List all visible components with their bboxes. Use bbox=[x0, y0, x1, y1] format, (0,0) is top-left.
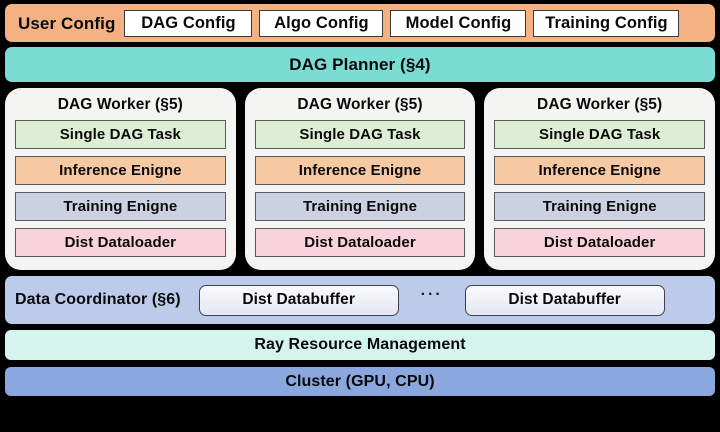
block-single-dag-task[interactable]: Single DAG Task bbox=[15, 119, 226, 149]
block-label: Single DAG Task bbox=[539, 125, 661, 143]
user-config-label: User Config bbox=[18, 13, 116, 33]
dag-planner-bar[interactable]: DAG Planner (§4) bbox=[5, 47, 715, 82]
dag-worker-card-3[interactable]: DAG Worker (§5) Single DAG Task Inferenc… bbox=[484, 88, 716, 270]
config-chip-algo-config[interactable]: Algo Config bbox=[259, 9, 384, 37]
dag-worker-title: DAG Worker (§5) bbox=[57, 96, 183, 113]
config-chip-dag-config[interactable]: DAG Config bbox=[124, 9, 253, 37]
block-dist-dataloader[interactable]: Dist Dataloader bbox=[15, 227, 226, 257]
dist-databuffer-right[interactable]: Dist Databuffer bbox=[464, 284, 665, 316]
dist-databuffer-label: Dist Databuffer bbox=[242, 291, 355, 309]
block-label: Inference Enigne bbox=[298, 161, 422, 179]
block-label: Training Enigne bbox=[63, 197, 178, 215]
dag-worker-card-1[interactable]: DAG Worker (§5) Single DAG Task Inferenc… bbox=[5, 88, 236, 270]
dist-databuffer-label: Dist Databuffer bbox=[508, 291, 621, 309]
block-single-dag-task[interactable]: Single DAG Task bbox=[494, 119, 706, 149]
dag-workers-row: DAG Worker (§5) Single DAG Task Inferenc… bbox=[5, 88, 716, 270]
block-label: Training Enigne bbox=[303, 197, 418, 215]
block-training-engine[interactable]: Training Enigne bbox=[254, 191, 466, 221]
data-coordinator-band: Data Coordinator (§6) Dist Databuffer ··… bbox=[5, 276, 715, 324]
block-label: Dist Dataloader bbox=[64, 233, 177, 251]
cluster-bar[interactable]: Cluster (GPU, CPU) bbox=[5, 367, 715, 396]
block-inference-engine[interactable]: Inference Enigne bbox=[15, 155, 226, 185]
config-chip-label: Algo Config bbox=[274, 13, 369, 32]
block-single-dag-task[interactable]: Single DAG Task bbox=[254, 119, 466, 149]
dag-worker-card-2[interactable]: DAG Worker (§5) Single DAG Task Inferenc… bbox=[244, 88, 476, 270]
dag-worker-title: DAG Worker (§5) bbox=[537, 96, 663, 113]
config-chip-label: DAG Config bbox=[141, 13, 236, 32]
block-label: Single DAG Task bbox=[59, 125, 181, 143]
block-training-engine[interactable]: Training Enigne bbox=[15, 191, 226, 221]
block-label: Inference Enigne bbox=[538, 161, 661, 179]
dag-planner-label: DAG Planner (§4) bbox=[289, 55, 431, 74]
config-chip-label: Model Config bbox=[405, 13, 512, 32]
block-dist-dataloader[interactable]: Dist Dataloader bbox=[494, 227, 706, 257]
ellipsis-separator: ··· bbox=[420, 286, 443, 303]
block-label: Single DAG Task bbox=[299, 125, 421, 143]
block-training-engine[interactable]: Training Enigne bbox=[494, 191, 706, 221]
config-chip-training-config[interactable]: Training Config bbox=[533, 9, 680, 37]
dag-worker-title: DAG Worker (§5) bbox=[297, 96, 423, 113]
block-label: Dist Dataloader bbox=[304, 233, 416, 251]
ray-resource-management-bar[interactable]: Ray Resource Management bbox=[5, 330, 715, 360]
block-label: Inference Enigne bbox=[59, 161, 182, 179]
config-chip-model-config[interactable]: Model Config bbox=[390, 9, 527, 37]
config-chip-label: Training Config bbox=[545, 13, 668, 32]
block-label: Dist Dataloader bbox=[543, 233, 656, 251]
block-label: Training Enigne bbox=[542, 197, 657, 215]
block-inference-engine[interactable]: Inference Enigne bbox=[494, 155, 706, 185]
user-config-band: User Config DAG Config Algo Config Model… bbox=[5, 4, 715, 42]
dist-databuffer-left[interactable]: Dist Databuffer bbox=[198, 284, 399, 316]
data-coordinator-label: Data Coordinator (§6) bbox=[15, 291, 181, 308]
ray-resource-management-label: Ray Resource Management bbox=[254, 336, 466, 353]
block-inference-engine[interactable]: Inference Enigne bbox=[254, 155, 466, 185]
cluster-label: Cluster (GPU, CPU) bbox=[285, 372, 435, 390]
block-dist-dataloader[interactable]: Dist Dataloader bbox=[254, 227, 466, 257]
